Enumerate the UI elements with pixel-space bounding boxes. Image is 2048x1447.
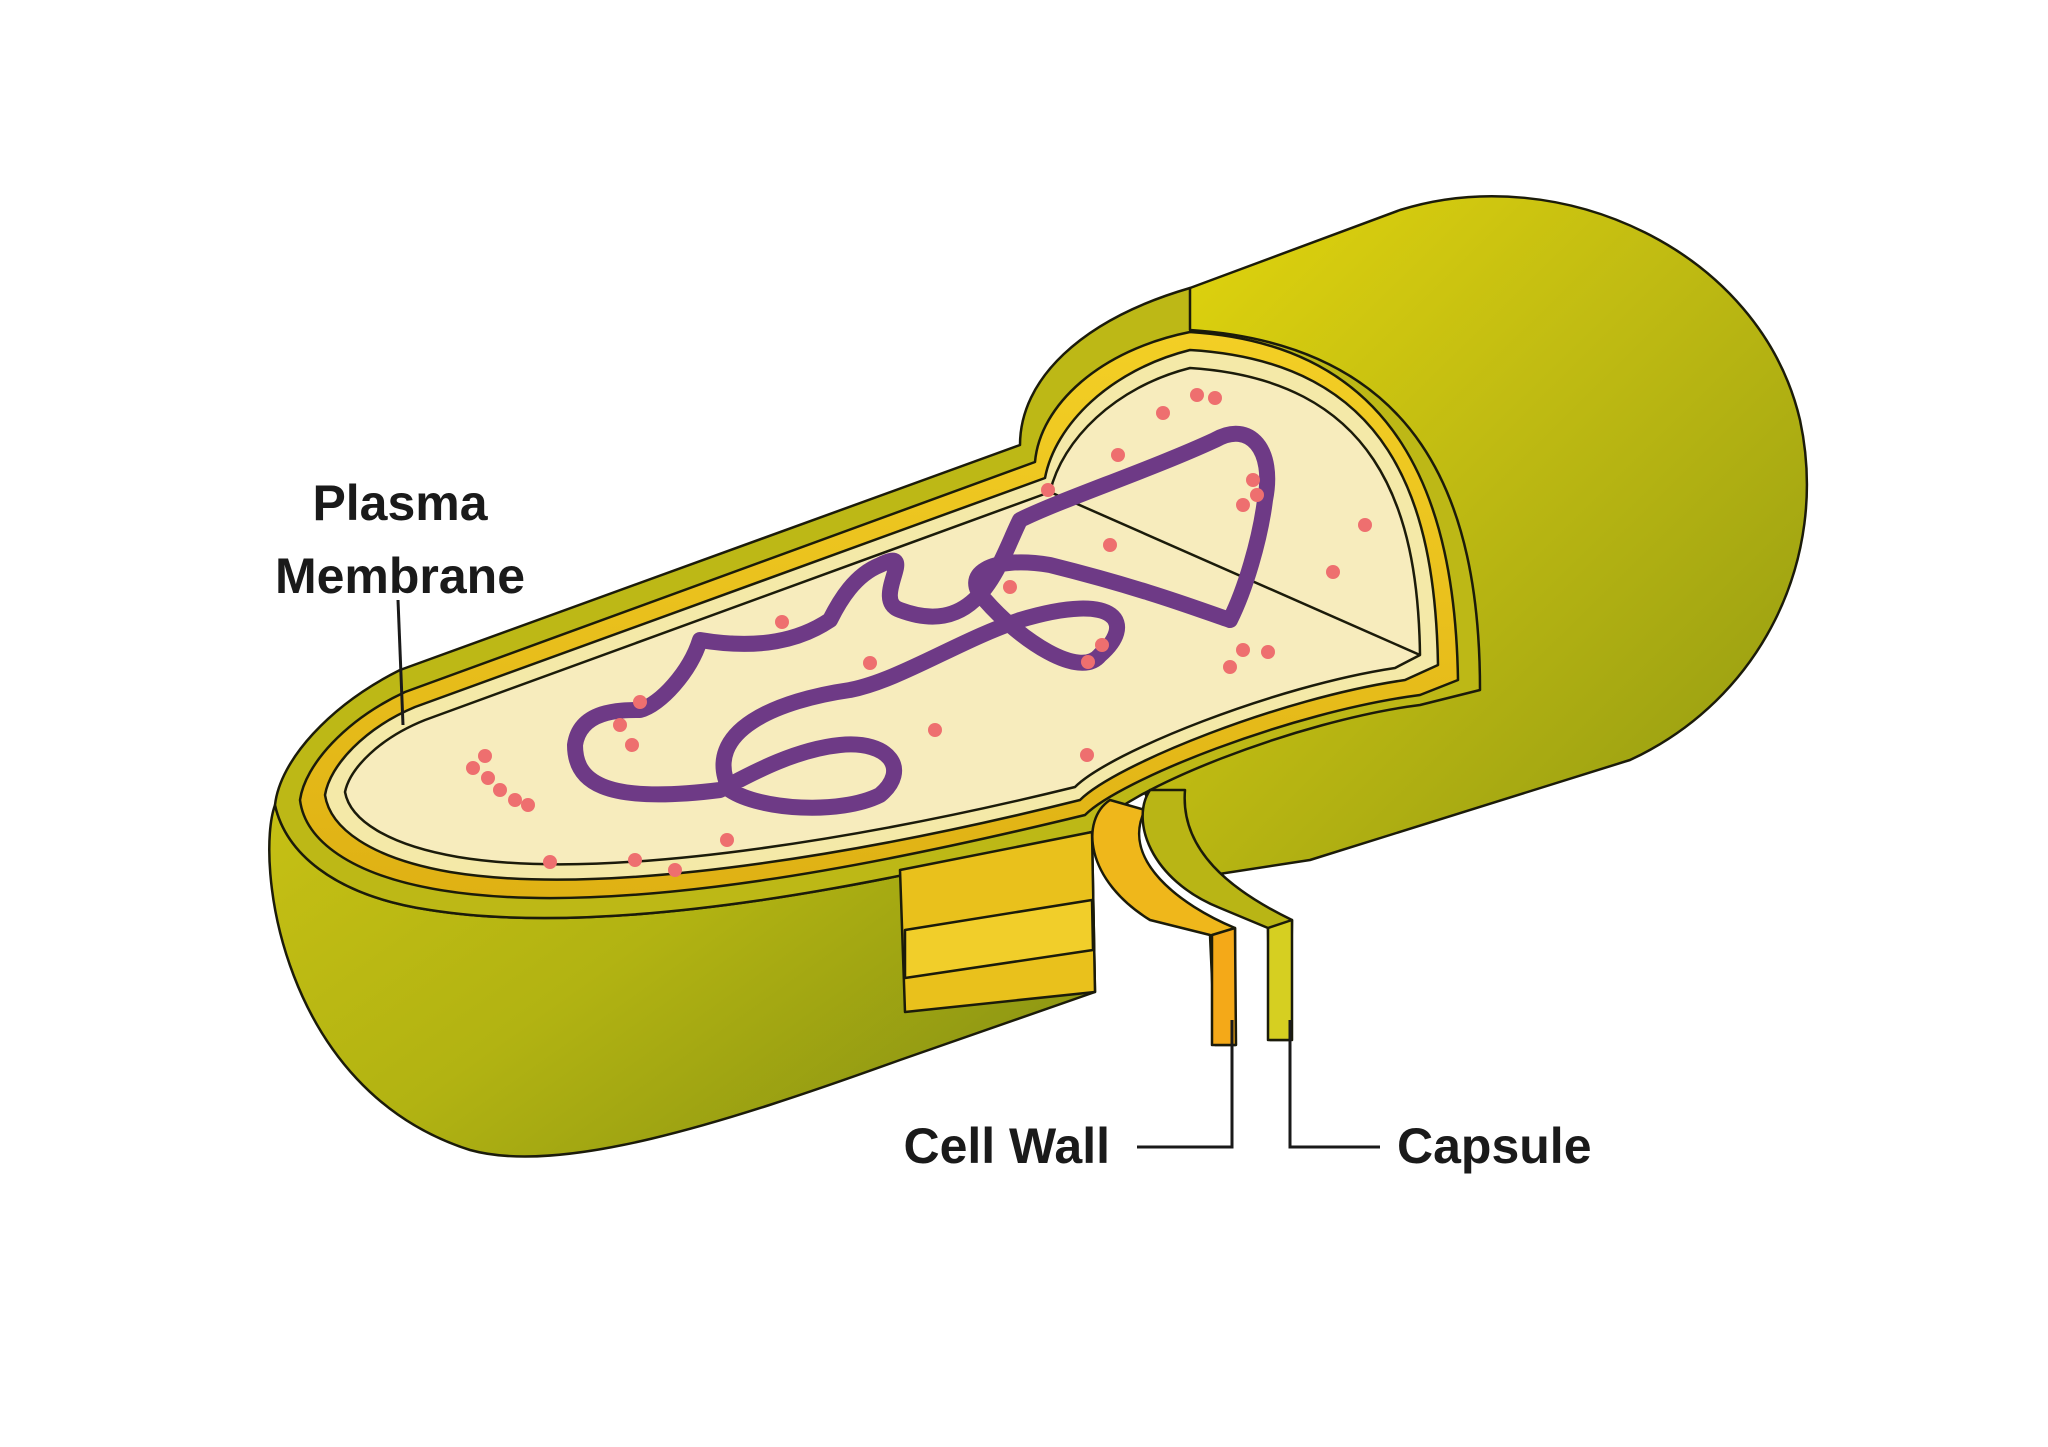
peeled-cell-wall-face: [1210, 926, 1238, 1047]
ribosome: [1358, 518, 1372, 532]
ribosome: [1236, 643, 1250, 657]
ribosome: [466, 761, 480, 775]
ribosome: [1095, 638, 1109, 652]
ribosome: [720, 833, 734, 847]
ribosome: [1250, 488, 1264, 502]
ribosome: [625, 738, 639, 752]
ribosome: [1246, 473, 1260, 487]
plasma-membrane-label-line2: Membrane: [275, 548, 525, 604]
ribosome: [1326, 565, 1340, 579]
ribosome: [1081, 655, 1095, 669]
ribosome: [628, 853, 642, 867]
capsule-leader: [1288, 1020, 1380, 1149]
ribosome: [775, 615, 789, 629]
plasma-membrane-label-line1: Plasma: [312, 475, 488, 531]
plasma-membrane-leader: [396, 599, 405, 726]
ribosome: [1103, 538, 1117, 552]
ribosome: [928, 723, 942, 737]
ribosome: [1223, 660, 1237, 674]
peeled-capsule-face: [1266, 918, 1294, 1042]
ribosome: [863, 656, 877, 670]
ribosome: [633, 695, 647, 709]
ribosomes: [466, 388, 1372, 877]
ribosome: [543, 855, 557, 869]
ribosome: [1111, 448, 1125, 462]
notch-face-inner: [903, 898, 1095, 980]
cell-wall-label: Cell Wall: [903, 1118, 1110, 1174]
ribosome: [1041, 483, 1055, 497]
ribosome: [521, 798, 535, 812]
ribosome: [481, 771, 495, 785]
ribosome: [1190, 388, 1204, 402]
ribosome: [1261, 645, 1275, 659]
dna-strand: [567, 425, 1276, 816]
ribosome: [1080, 748, 1094, 762]
ribosome: [1156, 406, 1170, 420]
ribosome: [668, 863, 682, 877]
ribosome: [478, 749, 492, 763]
ribosome: [493, 783, 507, 797]
capsule-label: Capsule: [1397, 1118, 1592, 1174]
cytoplasm: [343, 366, 1422, 866]
ribosome: [1003, 580, 1017, 594]
cut-face-edge: [1049, 490, 1421, 657]
ribosome: [1236, 498, 1250, 512]
ribosome: [508, 793, 522, 807]
cell-wall-leader: [1137, 1020, 1234, 1149]
ribosome: [613, 718, 627, 732]
ribosome: [1208, 391, 1222, 405]
